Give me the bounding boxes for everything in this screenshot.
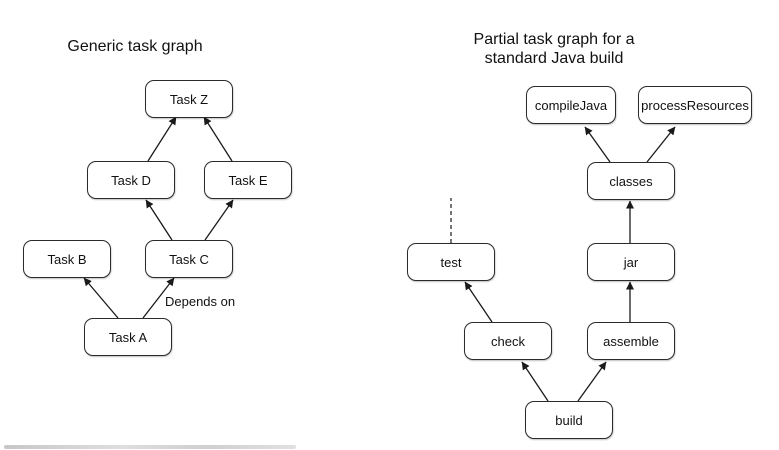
jar-node: jar — [587, 243, 675, 281]
process-resources-node: processResources — [638, 86, 752, 124]
build-node: build — [525, 401, 613, 439]
edge-classes-to-compile-java — [584, 126, 611, 163]
edge-build-to-check — [521, 361, 549, 402]
edge-task-e-to-task-z — [203, 116, 233, 162]
edge-classes-to-process-resources — [646, 126, 676, 163]
task-e-node: Task E — [204, 161, 292, 199]
compile-java-node: compileJava — [526, 86, 616, 124]
java-build-graph-title: Partial task graph for a standard Java b… — [449, 30, 659, 68]
task-c-node: Task C — [145, 240, 233, 278]
cropped-caption-line — [4, 445, 296, 449]
test-node: test — [407, 243, 495, 281]
task-d-node: Task D — [87, 161, 175, 199]
edge-build-to-assemble — [577, 361, 607, 402]
edge-task-c-to-task-e — [204, 199, 234, 241]
edge-task-d-to-task-z — [147, 116, 177, 162]
java-build-graph-title-text: Partial task graph for a standard Java b… — [473, 31, 635, 67]
edge-check-to-test — [464, 281, 493, 323]
task-z-node: Task Z — [145, 80, 233, 118]
assemble-node: assemble — [587, 322, 675, 360]
edge-task-a-to-task-b — [83, 277, 119, 319]
classes-node: classes — [587, 162, 675, 200]
generic-task-graph-title: Generic task graph — [67, 38, 203, 55]
task-a-node: Task A — [84, 318, 172, 356]
task-b-node: Task B — [23, 240, 111, 278]
cropped-caption-strip — [4, 441, 304, 450]
edge-task-c-to-task-d — [145, 199, 173, 241]
check-node: check — [464, 322, 552, 360]
edge-task-a-to-task-c — [142, 277, 175, 319]
depends-on-label: Depends on — [165, 294, 236, 309]
